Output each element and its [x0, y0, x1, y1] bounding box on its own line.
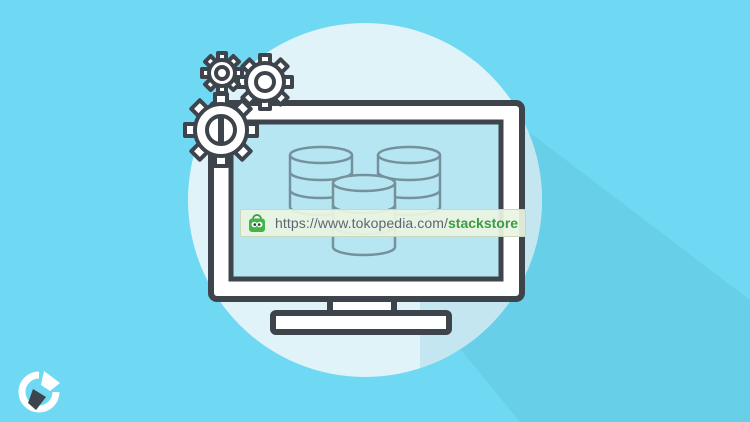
gear-medium-icon	[236, 53, 294, 111]
gear-small-icon	[200, 51, 244, 95]
gears-icon	[183, 51, 294, 168]
circle-shadow	[420, 110, 542, 377]
gear-large-icon	[183, 92, 259, 168]
shopping-bag-icon	[249, 214, 265, 232]
brand-logo-icon	[18, 371, 60, 413]
url-bar: https://www.tokopedia.com/stackstore	[240, 209, 526, 237]
monitor-icon	[208, 100, 525, 302]
url-store-path: stackstore	[448, 215, 519, 231]
url-prefix: https://www.tokopedia.com/	[275, 215, 449, 231]
